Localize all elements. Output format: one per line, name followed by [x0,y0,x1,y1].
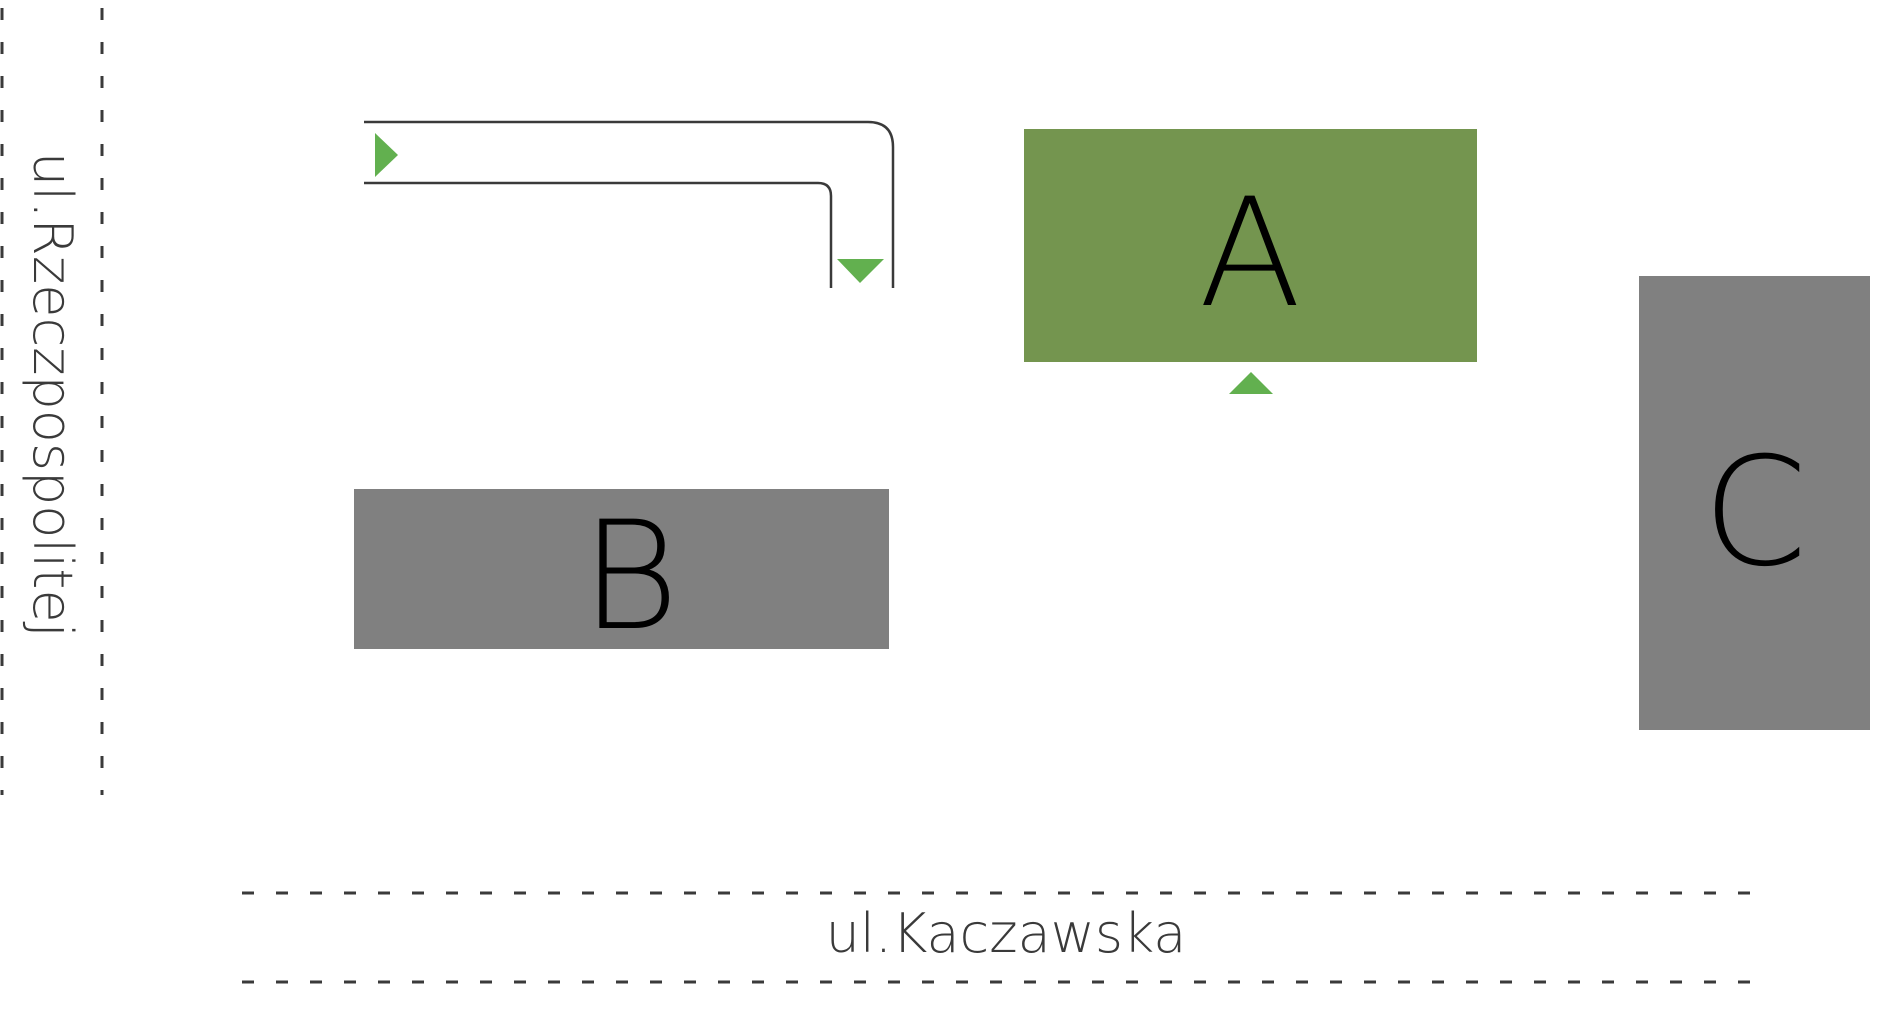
building-a: A [1024,129,1477,362]
building-a-label: A [1199,167,1302,341]
building-c: C [1639,276,1870,730]
building-b-label: B [581,490,679,664]
road-inner-edge [364,181,833,288]
arrow-down-icon [837,259,884,283]
entrance-arrow-up-icon [1229,372,1273,394]
street-kaczawska: ul.Kaczawska [242,891,1760,984]
access-road [364,120,895,288]
building-c-shape [1639,276,1870,730]
building-c-label: C [1703,426,1808,600]
arrow-right-icon [375,133,398,177]
building-b-shape [354,489,889,649]
road-outer-edge [364,120,895,288]
building-a-shape [1024,129,1477,362]
street-rzeczpospolitej: ul.Rzeczpospolitej [0,8,104,795]
street-name-kaczawska: ul.Kaczawska [826,902,1187,965]
building-b: B [354,489,889,664]
street-name-rzeczpospolitej: ul.Rzeczpospolitej [21,152,84,638]
